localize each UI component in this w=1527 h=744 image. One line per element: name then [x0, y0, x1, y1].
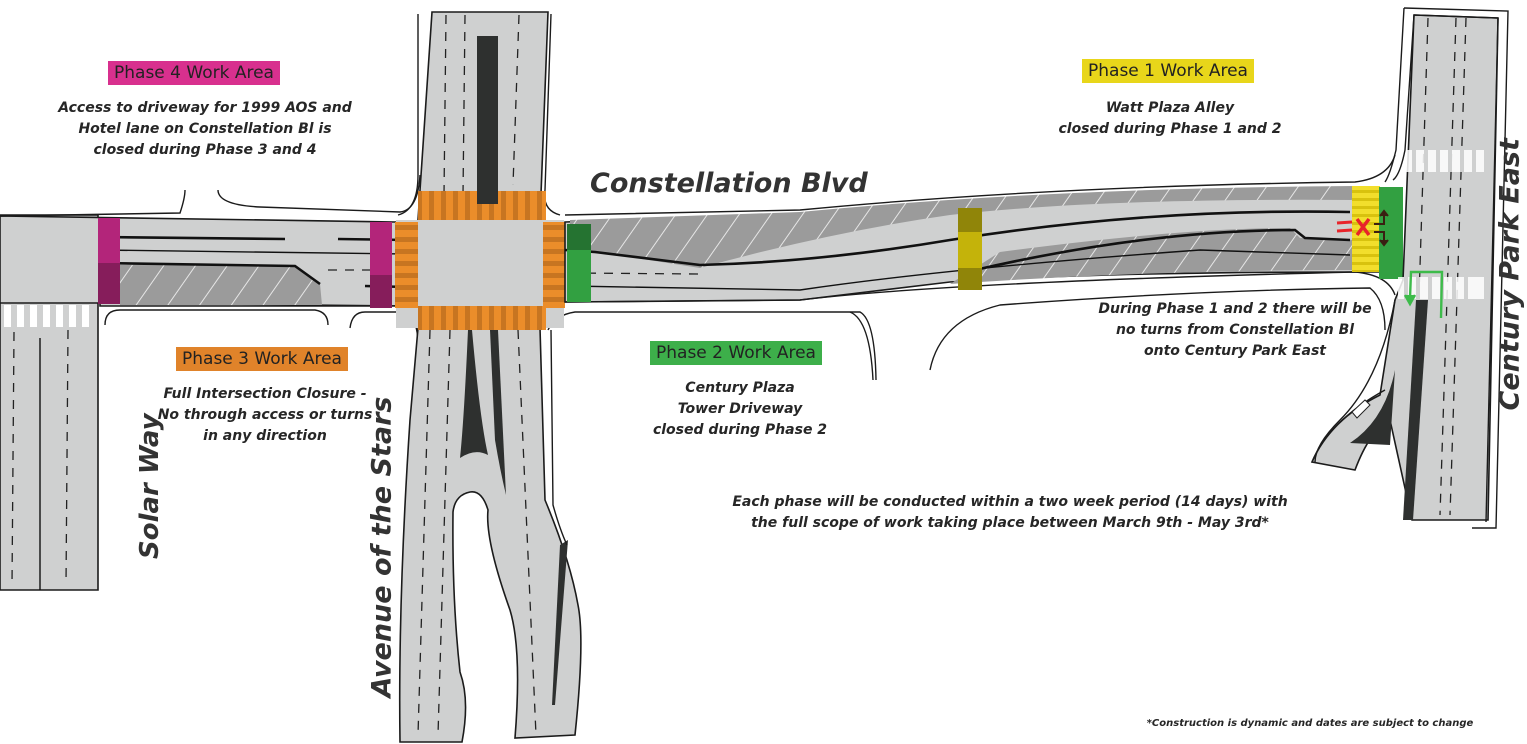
phase2-note-line: closed during Phase 2 [652, 422, 828, 438]
phase1-note: Watt Plaza Alley closed during Phase 1 a… [1050, 98, 1290, 140]
phase2-note: Century Plaza Tower Driveway closed duri… [630, 378, 850, 441]
phase1-label: Phase 1 Work Area [1082, 59, 1254, 83]
schedule-note: Each phase will be conducted within a tw… [720, 492, 1300, 534]
median-cpe [1403, 300, 1428, 520]
century-park-east-road [1310, 7, 1509, 529]
phase4-note-line: Access to driveway for 1999 AOS and [58, 100, 352, 116]
phase3-crosswalk-east [543, 222, 565, 308]
avenue-south-road [398, 311, 877, 743]
phase3-note-line: in any direction [203, 428, 327, 444]
phase3-note-line: No through access or turns [157, 407, 373, 423]
phase3-note-line: Full Intersection Closure - [163, 386, 367, 402]
schedule-line: Each phase will be conducted within a tw… [732, 494, 1288, 510]
turn-restriction-line: During Phase 1 and 2 there will be [1098, 301, 1372, 317]
turn-restriction-note: During Phase 1 and 2 there will be no tu… [1090, 299, 1380, 362]
phase2-note-line: Tower Driveway [677, 401, 803, 417]
no-turn-x-icon [1336, 217, 1371, 237]
turn-restriction-line: no turns from Constellation Bl [1115, 322, 1355, 338]
avenue-north-road [397, 11, 561, 221]
phase4-note-line: Hotel lane on Constellation Bl is [78, 121, 332, 137]
phase2-note-line: Century Plaza [685, 380, 795, 396]
street-name-century-park-east: Century Park East [1494, 138, 1526, 411]
solar-way-road [0, 214, 99, 591]
phase4-note: Access to driveway for 1999 AOS and Hote… [40, 98, 370, 161]
median-north [477, 36, 498, 204]
phase3-label: Phase 3 Work Area [176, 347, 348, 371]
turn-arrows-icon [1374, 209, 1389, 247]
turn-restriction-line: onto Century Park East [1143, 343, 1326, 359]
phase1-note-line: Watt Plaza Alley [1105, 100, 1235, 116]
phase3-crosswalk-west [395, 222, 418, 308]
phase3-note: Full Intersection Closure - No through a… [150, 384, 380, 447]
phase2-label: Phase 2 Work Area [650, 341, 822, 365]
schedule-line: the full scope of work taking place betw… [751, 515, 1269, 531]
phase4-note-line: closed during Phase 3 and 4 [93, 142, 317, 158]
street-name-constellation: Constellation Blvd [590, 168, 868, 199]
street-name-solar-way: Solar Way [135, 413, 165, 559]
detour-arrow-icon [1403, 270, 1444, 319]
phase3-crosswalk-south [418, 306, 546, 330]
phase1-note-line: closed during Phase 1 and 2 [1058, 121, 1282, 137]
merge-arrow-icon [1351, 399, 1371, 419]
intersection-avenue-constellation [395, 191, 565, 330]
phase4-label: Phase 4 Work Area [108, 61, 280, 85]
disclaimer: *Construction is dynamic and dates are s… [1146, 718, 1474, 729]
